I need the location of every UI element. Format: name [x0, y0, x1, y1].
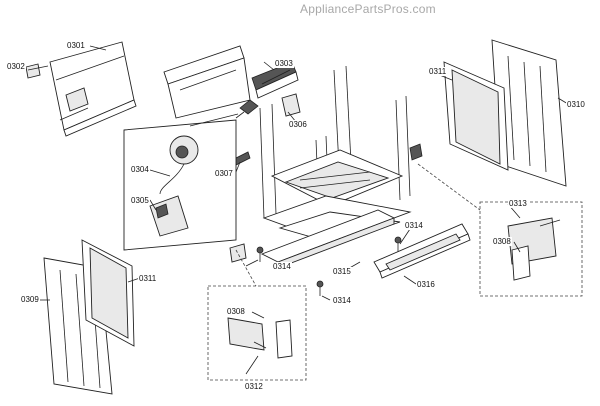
label-0307: 0307 [214, 169, 234, 178]
part-leg-bracket[interactable] [229, 243, 247, 263]
detail-box-0313 [417, 163, 583, 297]
detail-box-0312 [207, 249, 307, 381]
label-0304: 0304 [130, 165, 150, 174]
part-0302-plate[interactable] [25, 63, 41, 79]
label-0302: 0302 [6, 62, 26, 71]
part-0314-screws[interactable] [256, 236, 402, 296]
label-0305: 0305 [130, 196, 150, 205]
part-0316-kickplate[interactable] [373, 223, 471, 279]
detail-box-fan [123, 113, 239, 251]
label-0303: 0303 [274, 59, 294, 68]
watermark: AppliancePartsPros.com [300, 2, 436, 16]
label-0308-detail-right: 0308 [492, 237, 512, 246]
label-0311-left: 0311 [138, 274, 158, 283]
label-0314-bottom: 0314 [332, 296, 352, 305]
part-0311-inner-panel-left[interactable] [81, 239, 135, 347]
label-0312: 0312 [244, 382, 264, 391]
label-0314-middle: 0314 [272, 262, 292, 271]
label-0306: 0306 [288, 120, 308, 129]
label-0314-right: 0314 [404, 221, 424, 230]
label-0315: 0315 [332, 267, 352, 276]
label-0308-detail-left: 0308 [226, 307, 246, 316]
label-0313: 0313 [508, 199, 528, 208]
label-0310: 0310 [566, 100, 586, 109]
part-0301-rear-panel[interactable] [49, 41, 137, 137]
label-0309: 0309 [20, 295, 40, 304]
label-0316: 0316 [416, 280, 436, 289]
part-0311-inner-panel-right[interactable] [443, 61, 509, 171]
part-sensor[interactable] [235, 99, 259, 119]
part-0306-board[interactable] [281, 93, 301, 117]
part-0303-terminal-block[interactable] [251, 61, 299, 99]
label-0301: 0301 [66, 41, 86, 50]
part-top-bracket[interactable] [163, 45, 251, 119]
part-side-bracket[interactable] [409, 143, 423, 161]
label-0311-right: 0311 [428, 67, 448, 76]
